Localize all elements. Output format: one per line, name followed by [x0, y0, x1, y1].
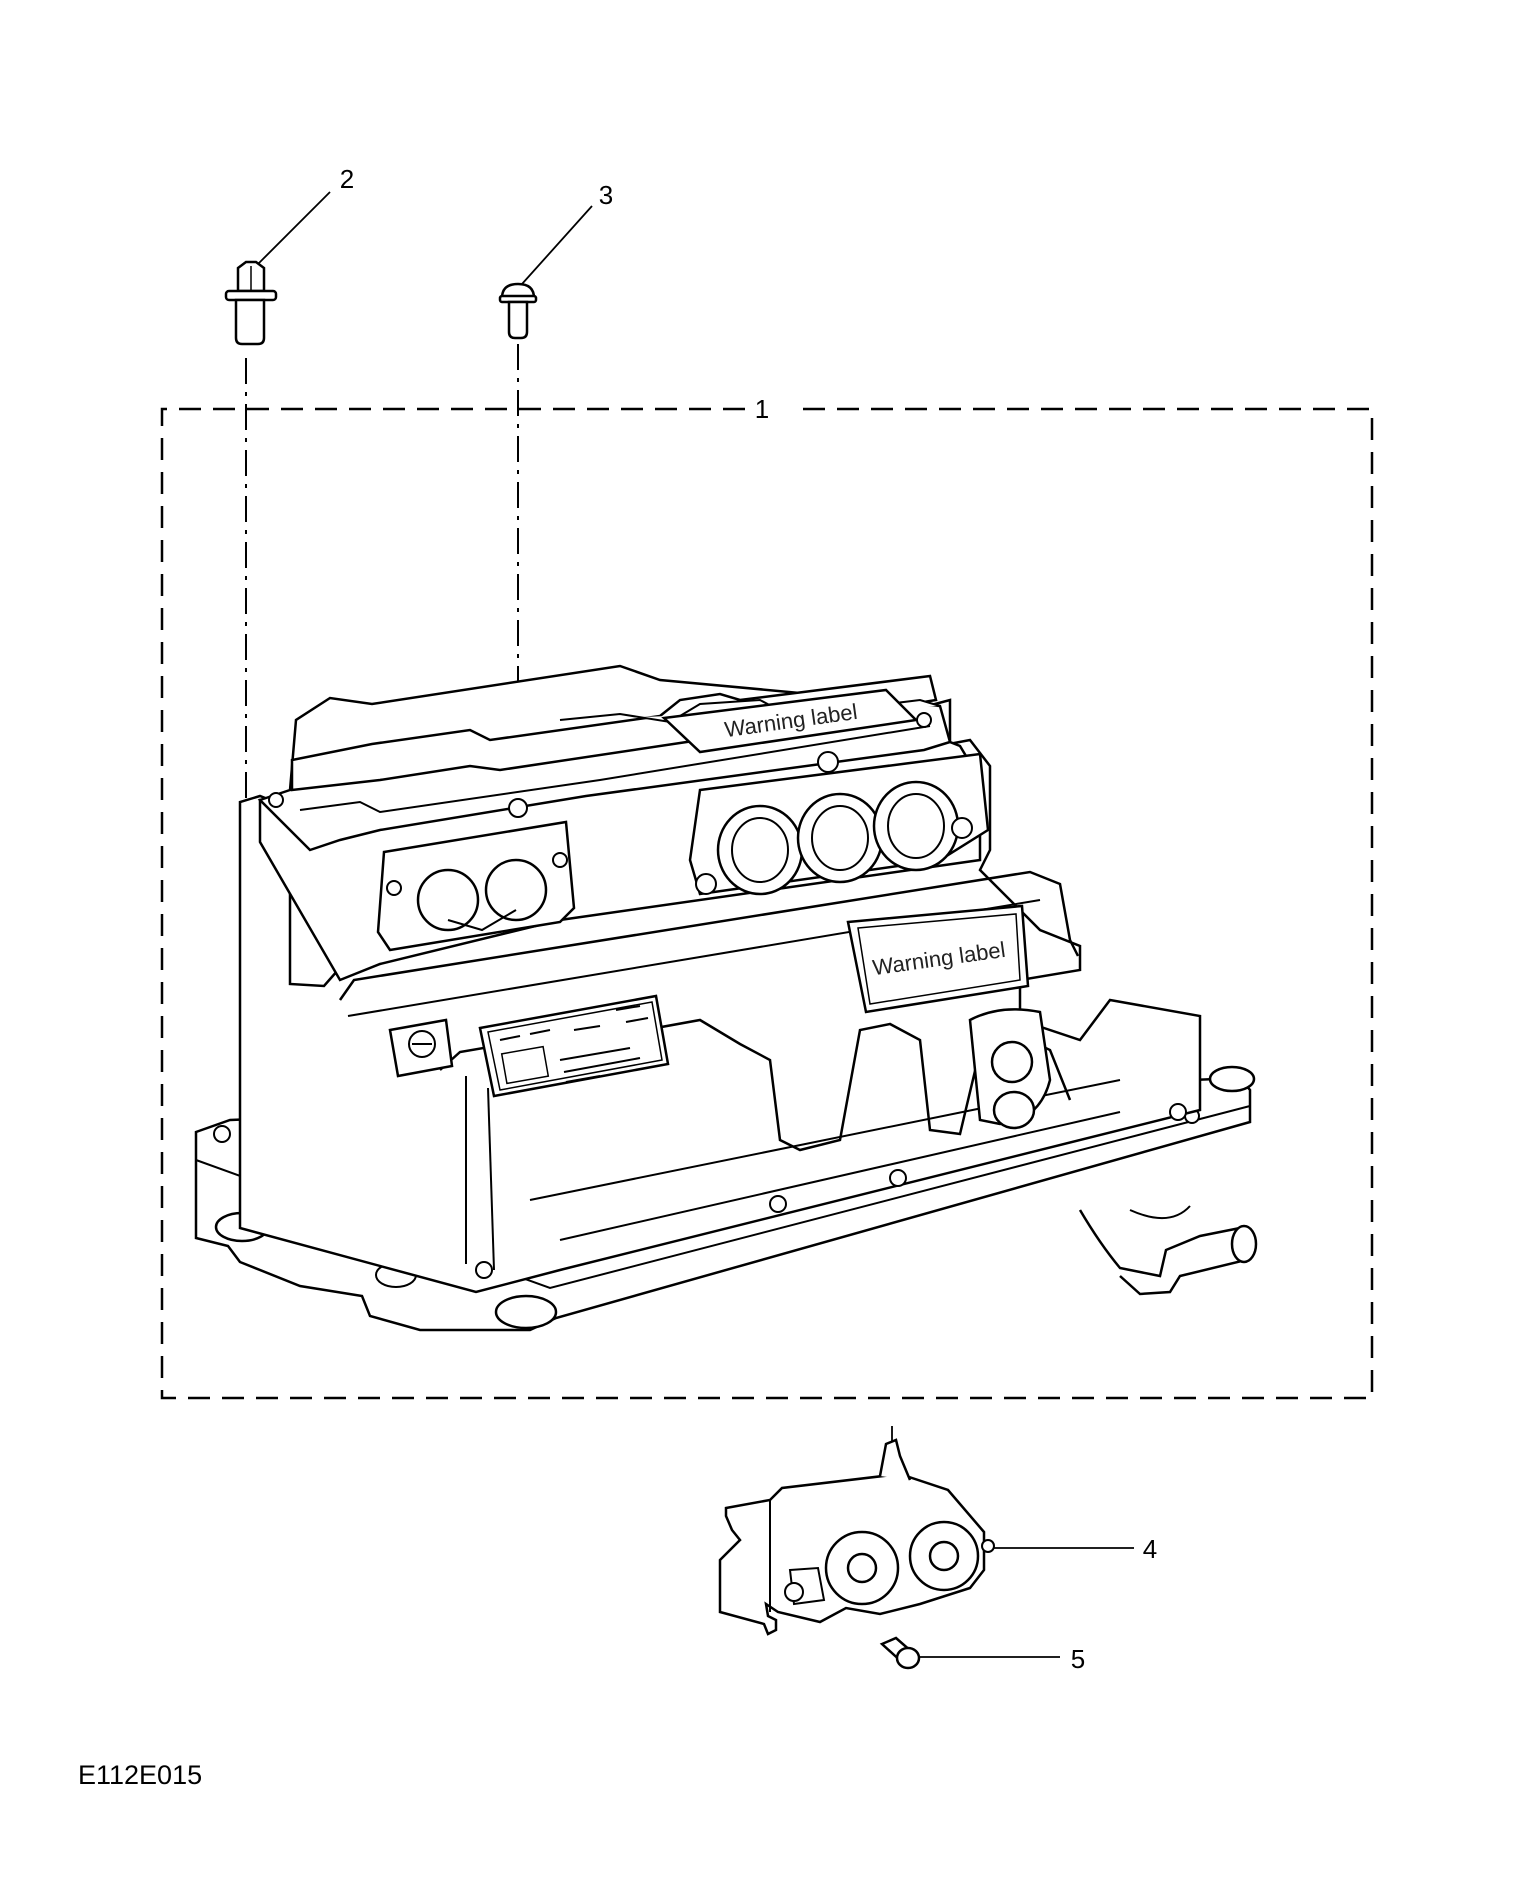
identification-plate [478, 994, 670, 1098]
assembly-boundary [160, 407, 1374, 1400]
pan-head-screw [498, 282, 538, 340]
callout-3: 3 [599, 180, 613, 210]
left-connector-plate [376, 798, 576, 952]
flange-bolt [224, 260, 278, 346]
callout-2: 2 [340, 164, 354, 194]
coolant-valve [718, 1426, 995, 1636]
inverter-module: Warning label Warning label [194, 664, 1258, 1332]
leader-lines [249, 191, 1134, 1658]
callout-1: 1 [755, 394, 769, 424]
hv-ports [688, 751, 990, 896]
callout-4: 4 [1143, 1534, 1157, 1564]
ground-terminal [388, 1018, 454, 1078]
coolant-outlet [968, 1008, 1052, 1130]
coolant-pipe [1078, 1205, 1258, 1296]
valve-screw [879, 1636, 921, 1670]
callout-5: 5 [1071, 1644, 1085, 1674]
body-bolts [213, 712, 1187, 1279]
figure-reference-code: E112E015 [78, 1760, 203, 1790]
